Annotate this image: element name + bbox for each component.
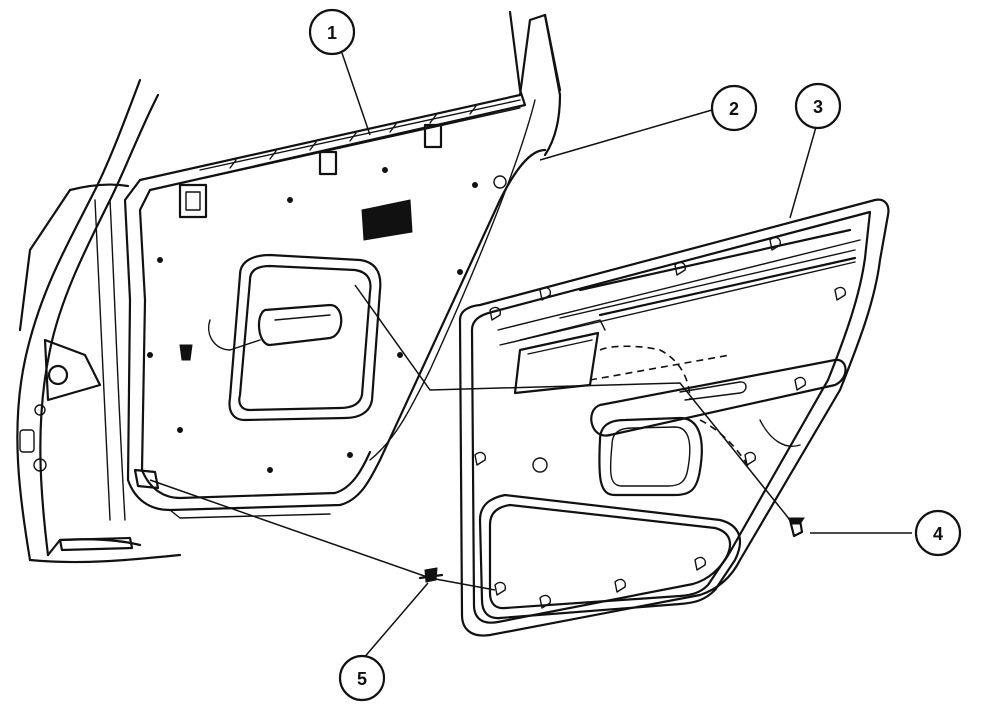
- callout-2-label: 2: [729, 99, 739, 119]
- alignment-line-lower: [149, 479, 496, 591]
- callout-4: 4: [914, 509, 962, 557]
- leader-2: [539, 109, 713, 161]
- door-trim-panel: [458, 198, 890, 637]
- callout-5-label: 5: [357, 669, 367, 689]
- callout-3-label: 3: [813, 97, 823, 117]
- leader-3: [789, 119, 819, 219]
- screw-4: [787, 517, 805, 538]
- callout-1: 1: [308, 8, 356, 56]
- callout-5: 5: [338, 654, 386, 702]
- leader-1: [341, 52, 371, 136]
- callout-3: 3: [794, 82, 842, 130]
- door-inner-panel: [123, 10, 562, 519]
- vehicle-body-frame: [16, 78, 182, 564]
- leader-lines: [149, 52, 912, 661]
- callout-4-label: 4: [933, 524, 943, 544]
- alignment-line-upper: [354, 284, 791, 521]
- leader-5: [361, 582, 429, 661]
- callout-1-label: 1: [327, 23, 337, 43]
- callout-2: 2: [710, 84, 758, 132]
